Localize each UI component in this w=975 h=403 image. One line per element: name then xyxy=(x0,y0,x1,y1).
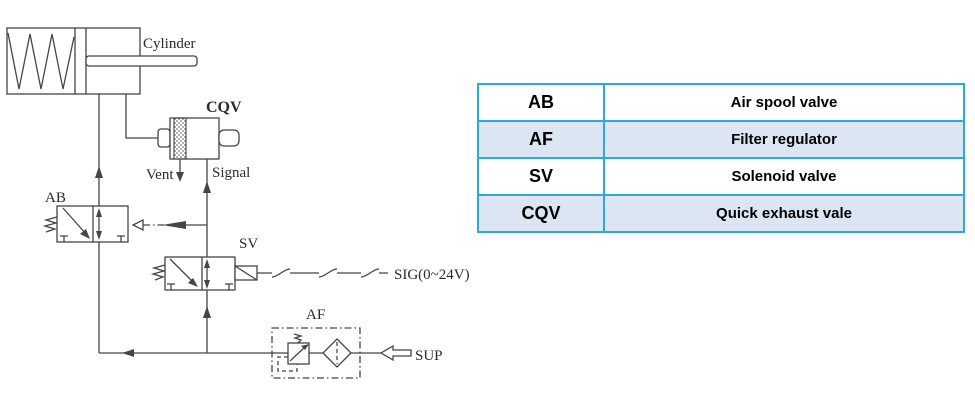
pipe-cylinder-to-cqv xyxy=(125,94,158,139)
cqv-left-port xyxy=(157,128,171,148)
sv-port-blocks xyxy=(167,283,233,290)
cqv-label: CQV xyxy=(206,99,242,116)
sup-arrow xyxy=(379,344,412,362)
legend-abbr-ab: AB xyxy=(477,83,605,122)
sv-diagonal-arrowhead xyxy=(188,278,198,287)
af-regulator-spring xyxy=(292,333,304,344)
sv-spring xyxy=(150,264,167,281)
af-regulator-arrowhead xyxy=(301,344,309,350)
af-feedback-dashed xyxy=(277,356,298,372)
ab-port-blocks xyxy=(60,235,125,242)
af-label: AF xyxy=(306,307,325,323)
sig-wire: SIG(0~24V) xyxy=(257,267,470,283)
legend-abbr-af: AF xyxy=(477,120,605,159)
table-row: SV Solenoid valve xyxy=(477,157,965,196)
cqv-symbol: CQV Vent Signal xyxy=(146,99,250,183)
flow-arrow-up-sv xyxy=(203,306,211,318)
ab-spring xyxy=(42,216,59,233)
cylinder-label: Cylinder xyxy=(143,36,196,52)
sv-valve-diagonal xyxy=(169,258,195,284)
ab-valve-symbol: AB xyxy=(42,190,129,243)
flow-arrow-up-cqv xyxy=(203,181,211,193)
af-regulator-arrow-line xyxy=(289,346,306,362)
flow-arrow-up-ab xyxy=(95,166,103,178)
legend-table: AB Air spool valve AF Filter regulator S… xyxy=(477,83,965,233)
sv-valve-symbol: SV xyxy=(150,236,258,291)
pilot-arrow-left xyxy=(162,221,186,229)
pilot-triangle xyxy=(131,218,144,232)
wire-break-1 xyxy=(271,268,291,278)
legend-meaning-cqv: Quick exhaust vale xyxy=(603,194,965,233)
wire-break-2 xyxy=(318,268,338,278)
sv-valve-body xyxy=(164,256,236,291)
flow-arrow-left-supply xyxy=(122,349,134,357)
ab-valve-diagonal xyxy=(62,207,87,235)
sup-label: SUP xyxy=(415,348,443,364)
legend-meaning-ab: Air spool valve xyxy=(603,83,965,122)
cqv-filter-band xyxy=(173,117,187,160)
legend-abbr-sv: SV xyxy=(477,157,605,196)
sup-symbol: SUP xyxy=(379,344,443,364)
ab-label: AB xyxy=(45,190,66,206)
vent-arrow-down xyxy=(176,172,184,182)
table-row: AF Filter regulator xyxy=(477,120,965,159)
pilot-line xyxy=(131,218,207,232)
sig-label: SIG(0~24V) xyxy=(394,267,470,283)
af-symbol: AF xyxy=(271,307,361,379)
cylinder-spring xyxy=(7,32,75,90)
sv-flow-arrow-up xyxy=(204,259,210,268)
pneumatic-circuit-diagram: Cylinder CQV Vent Signal AB xyxy=(6,27,470,379)
cylinder-symbol: Cylinder xyxy=(6,27,198,95)
legend-meaning-sv: Solenoid valve xyxy=(603,157,965,196)
signal-label: Signal xyxy=(212,165,250,181)
ab-flow-arrow-up xyxy=(96,208,102,217)
wire-break-3 xyxy=(360,268,380,278)
cylinder-rod xyxy=(85,55,198,67)
legend-abbr-cqv: CQV xyxy=(477,194,605,233)
sv-flow-arrow-down xyxy=(204,280,210,289)
cqv-right-port xyxy=(218,129,240,147)
ab-diagonal-arrowhead xyxy=(80,229,90,239)
sv-label: SV xyxy=(239,236,258,252)
legend-meaning-af: Filter regulator xyxy=(603,120,965,159)
vent-label: Vent xyxy=(146,167,174,183)
ab-flow-arrow-down xyxy=(96,231,102,240)
table-row: AB Air spool valve xyxy=(477,83,965,122)
sv-solenoid-diagonal xyxy=(234,265,258,281)
table-row: CQV Quick exhaust vale xyxy=(477,194,965,233)
af-enclosure xyxy=(271,327,361,379)
